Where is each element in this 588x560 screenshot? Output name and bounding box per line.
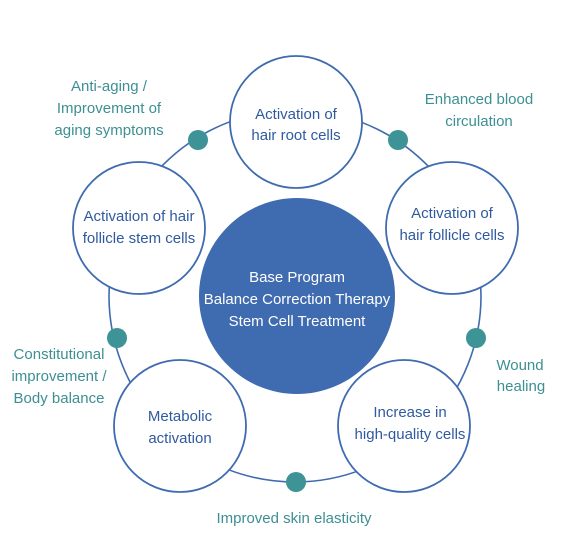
benefit-label-line3: Body balance xyxy=(14,390,105,407)
connector-dot-wound-healing xyxy=(466,328,486,348)
benefit-label-line1: Improved skin elasticity xyxy=(216,510,372,527)
node-label-line1: Activation of hair xyxy=(84,208,195,225)
node-label-line1: Metabolic xyxy=(148,408,213,425)
center-label-line2: Balance Correction Therapy xyxy=(204,291,391,308)
node-circle xyxy=(229,55,363,189)
node-label-line2: hair root cells xyxy=(251,127,340,144)
center-label-line1: Base Program xyxy=(249,269,345,286)
benefit-label-line2: healing xyxy=(497,378,545,395)
benefit-skin-elasticity: Improved skin elasticity xyxy=(216,510,372,527)
connector-dot-skin-elasticity xyxy=(286,472,306,492)
node-hair-follicle-stem-cells: Activation of hair follicle stem cells xyxy=(72,161,206,295)
benefit-label-line2: Improvement of xyxy=(57,100,162,117)
node-circle xyxy=(337,359,471,493)
node-label-line2: hair follicle cells xyxy=(399,227,504,244)
node-label-line1: Increase in xyxy=(373,404,446,421)
benefit-blood-circulation: Enhanced blood circulation xyxy=(425,91,533,130)
benefit-label-line1: Wound xyxy=(496,357,543,374)
benefit-label-line1: Constitutional xyxy=(14,346,105,363)
node-circle xyxy=(72,161,206,295)
node-label-line2: activation xyxy=(148,430,211,447)
node-circle xyxy=(113,359,247,493)
benefit-body-balance: Constitutional improvement / Body balanc… xyxy=(11,346,107,407)
benefit-label-line3: aging symptoms xyxy=(54,122,163,139)
node-hair-root-cells: Activation of hair root cells xyxy=(229,55,363,189)
connector-dot-anti-aging xyxy=(188,130,208,150)
node-label-line1: Activation of xyxy=(411,205,494,222)
node-label-line1: Activation of xyxy=(255,106,338,123)
node-circle xyxy=(385,161,519,295)
benefit-label-line2: circulation xyxy=(445,113,513,130)
center-circle xyxy=(199,198,395,394)
node-metabolic-activation: Metabolic activation xyxy=(113,359,247,493)
node-label-line2: follicle stem cells xyxy=(83,230,196,247)
node-high-quality-cells: Increase in high-quality cells xyxy=(337,359,471,493)
node-hair-follicle-cells: Activation of hair follicle cells xyxy=(385,161,519,295)
center-label-line3: Stem Cell Treatment xyxy=(229,313,367,330)
benefit-label-line1: Anti-aging / xyxy=(71,78,148,95)
benefit-label-line1: Enhanced blood xyxy=(425,91,533,108)
connector-dot-body-balance xyxy=(107,328,127,348)
benefit-anti-aging: Anti-aging / Improvement of aging sympto… xyxy=(54,78,163,139)
benefit-wound-healing: Wound healing xyxy=(496,357,545,395)
node-label-line2: high-quality cells xyxy=(355,426,466,443)
center-program: Base Program Balance Correction Therapy … xyxy=(199,198,395,394)
benefit-label-line2: improvement / xyxy=(11,368,107,385)
connector-dot-blood-circulation xyxy=(388,130,408,150)
